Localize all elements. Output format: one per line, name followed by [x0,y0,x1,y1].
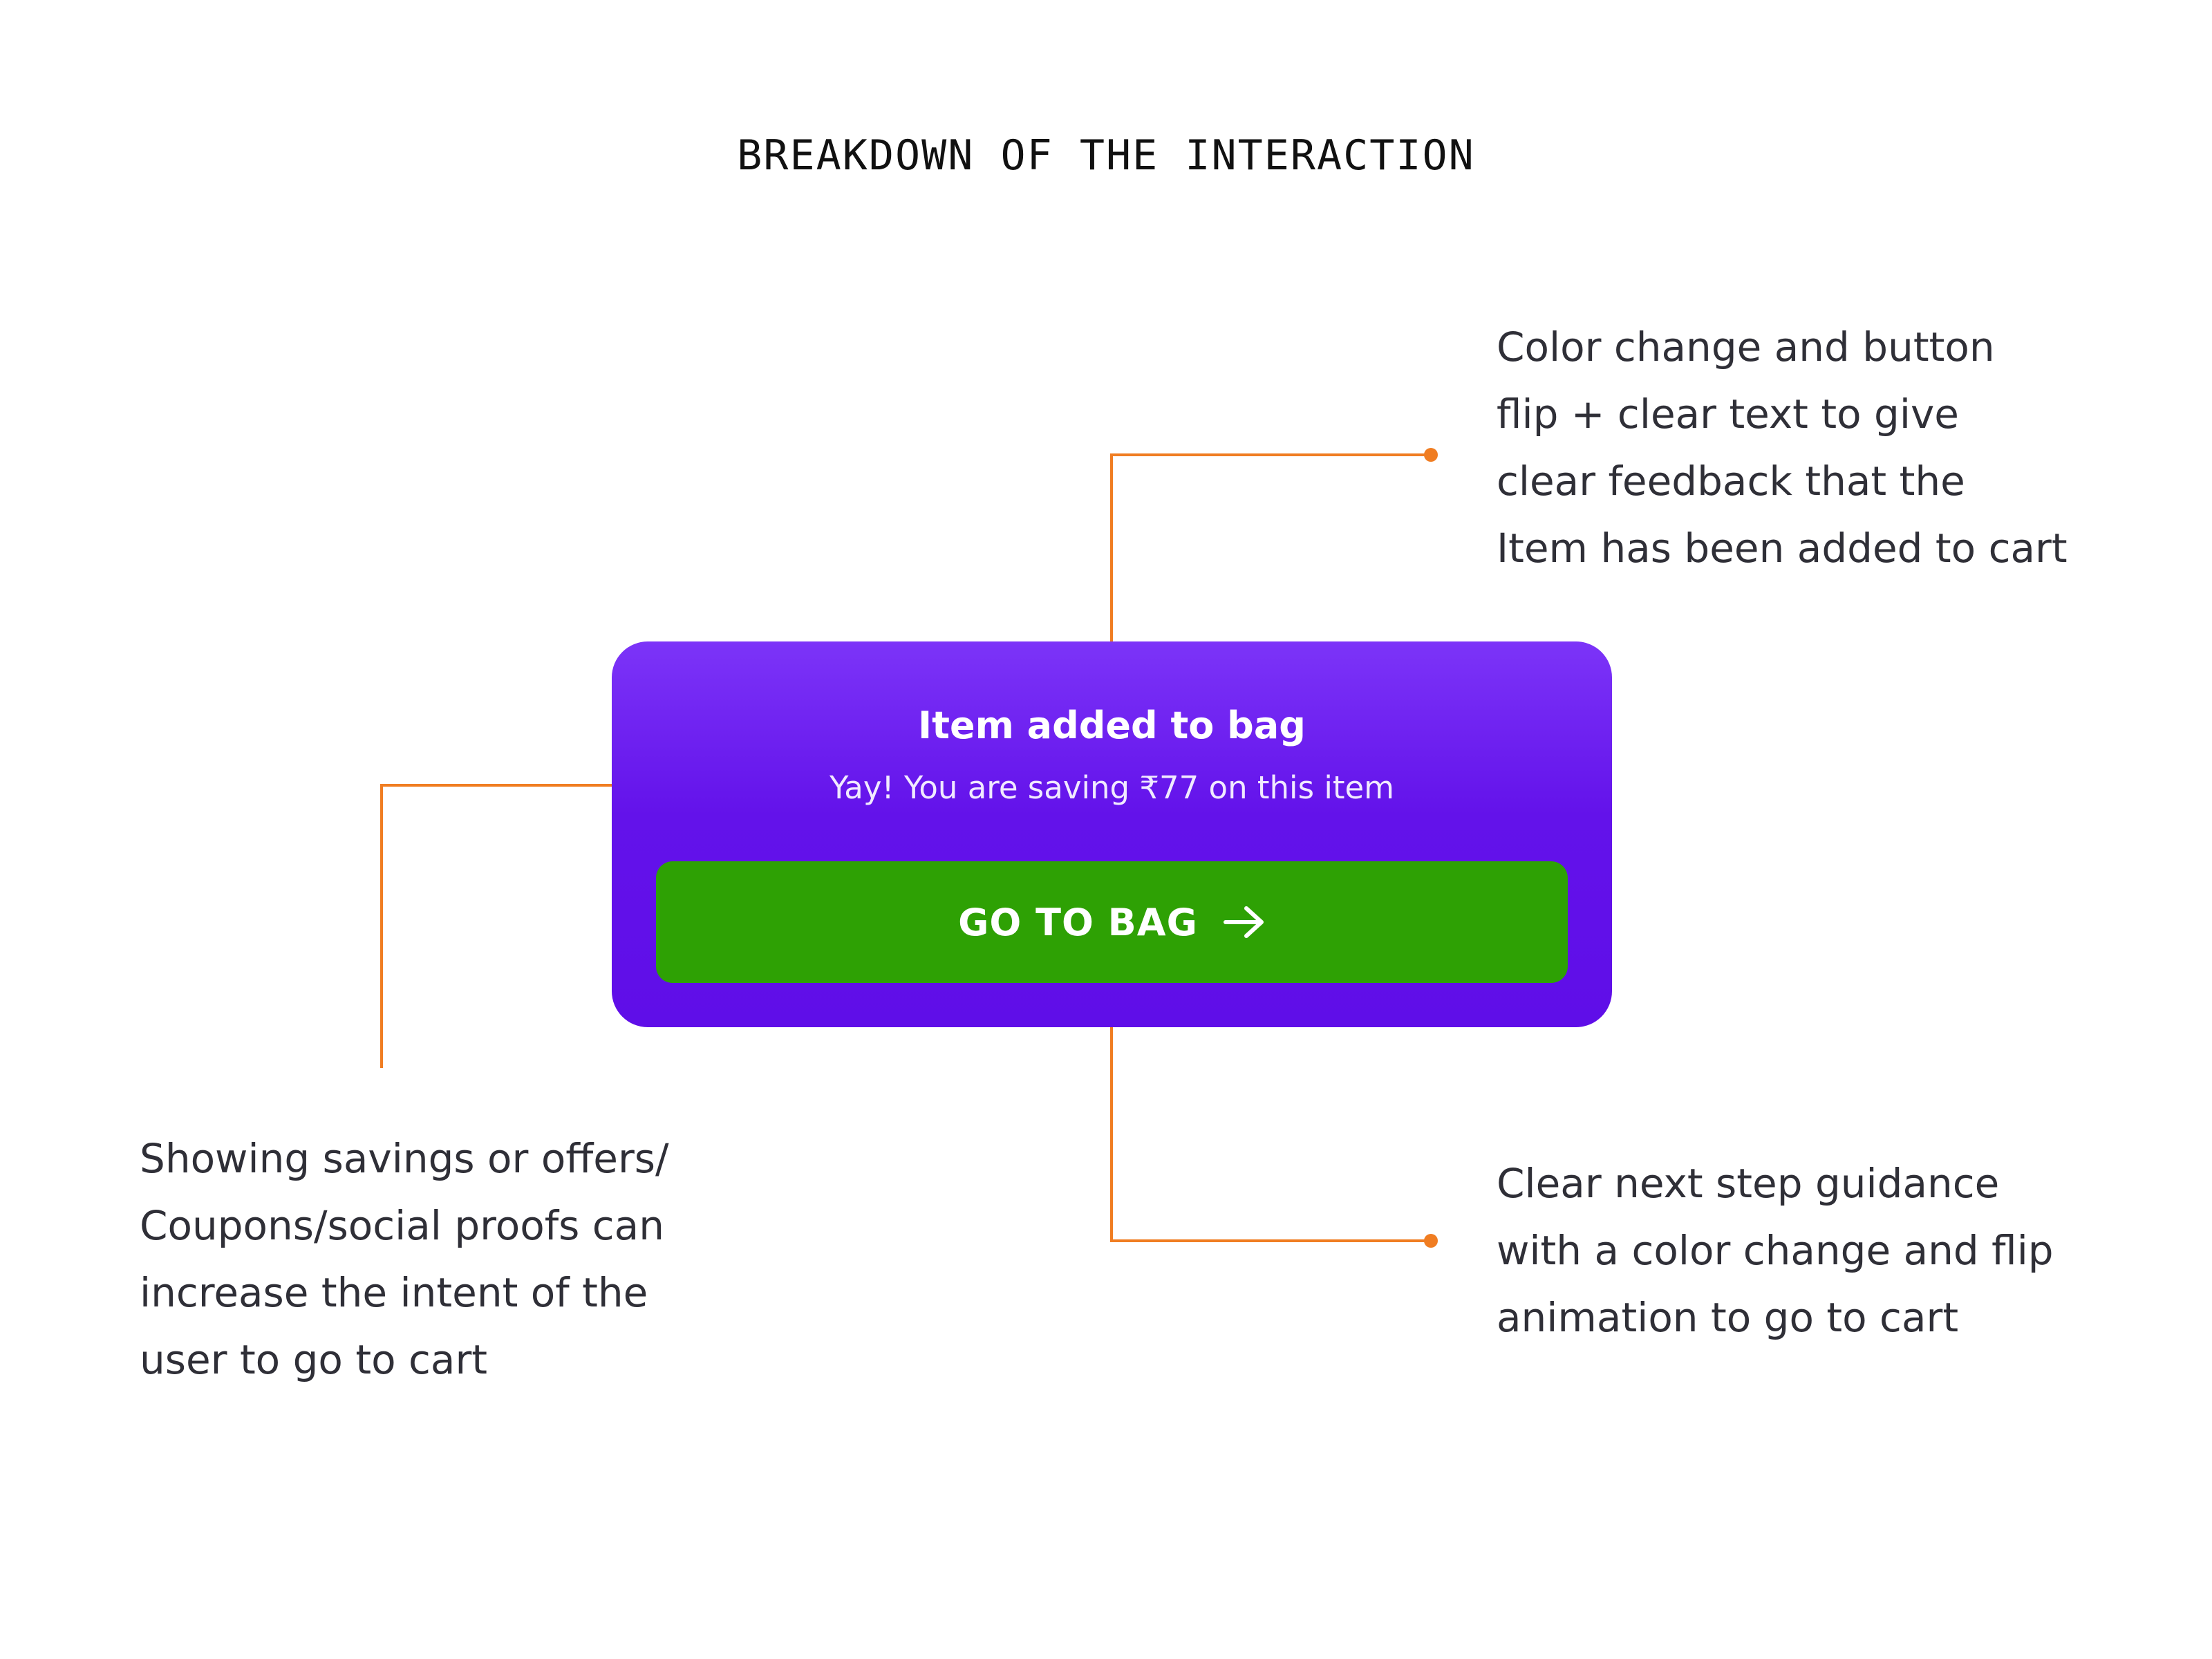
annotation-feedback: Color change and button flip + clear tex… [1497,324,2068,572]
added-to-bag-card: Item added to bag Yay! You are saving ₹7… [612,641,1612,1027]
go-to-bag-label: GO TO BAG [958,900,1198,944]
page-heading: BREAKDOWN OF THE INTERACTION [737,131,1475,180]
savings-message: Yay! You are saving ₹77 on this item [830,769,1394,806]
arrow-right-icon [1223,905,1266,939]
connector-bottom [1110,1027,1431,1242]
annotation-savings: Showing savings or offers/ Coupons/socia… [140,1135,669,1383]
go-to-bag-button[interactable]: GO TO BAG [656,861,1568,983]
card-title: Item added to bag [918,704,1306,747]
annotation-next-step: Clear next step guidance with a color ch… [1497,1160,2054,1341]
connector-bottom-dot [1424,1234,1438,1248]
connector-top-dot [1424,448,1438,462]
connector-top [1110,453,1431,641]
